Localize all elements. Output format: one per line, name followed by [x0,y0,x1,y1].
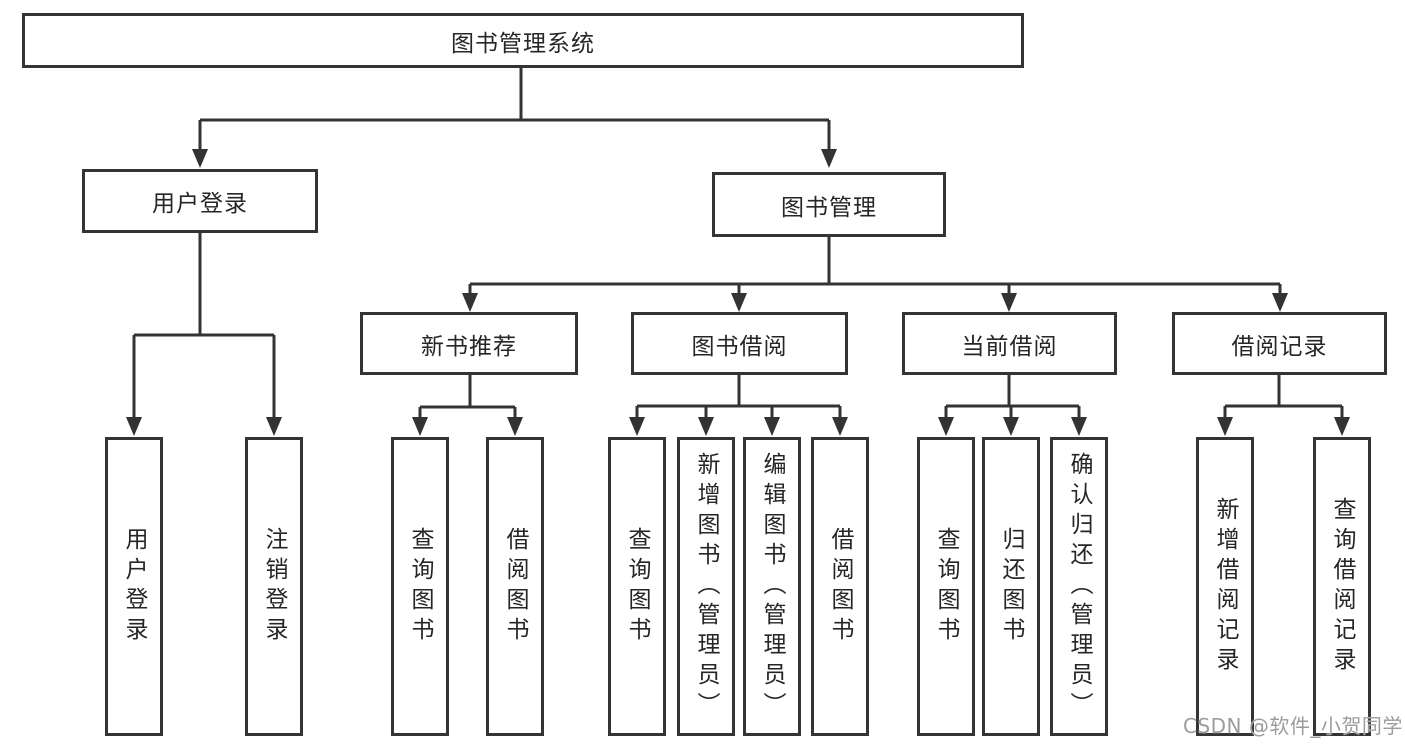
node-root-library-system: 图书管理系统 [22,13,1024,68]
node-user-login: 用户登录 [82,169,318,233]
csdn-watermark: CSDN @软件_小贺同学 [1183,714,1403,738]
node-new-book-recommend: 新书推荐 [360,312,578,375]
leaf-borrow-books: 借阅图书 [811,437,869,736]
leaf-add-books-admin: 新增图书（管理员） [677,437,735,736]
node-book-management: 图书管理 [712,172,946,237]
node-book-borrow: 图书借阅 [631,312,848,375]
leaf-confirm-return-admin: 确认归还（管理员） [1050,437,1108,736]
leaf-query-books-current: 查询图书 [917,437,975,736]
leaf-edit-books-admin: 编辑图书（管理员） [743,437,801,736]
leaf-logout: 注销登录 [245,437,303,736]
node-current-borrow: 当前借阅 [902,312,1117,375]
leaf-query-borrow-record: 查询借阅记录 [1313,437,1371,736]
leaf-user-login: 用户登录 [105,437,163,736]
leaf-query-books-borrow: 查询图书 [608,437,666,736]
node-borrow-records: 借阅记录 [1172,312,1387,375]
leaf-add-borrow-record: 新增借阅记录 [1196,437,1254,736]
leaf-borrow-books-recommend: 借阅图书 [486,437,544,736]
leaf-query-books-recommend: 查询图书 [391,437,449,736]
arrowheads [126,149,1350,436]
leaf-return-books: 归还图书 [982,437,1040,736]
